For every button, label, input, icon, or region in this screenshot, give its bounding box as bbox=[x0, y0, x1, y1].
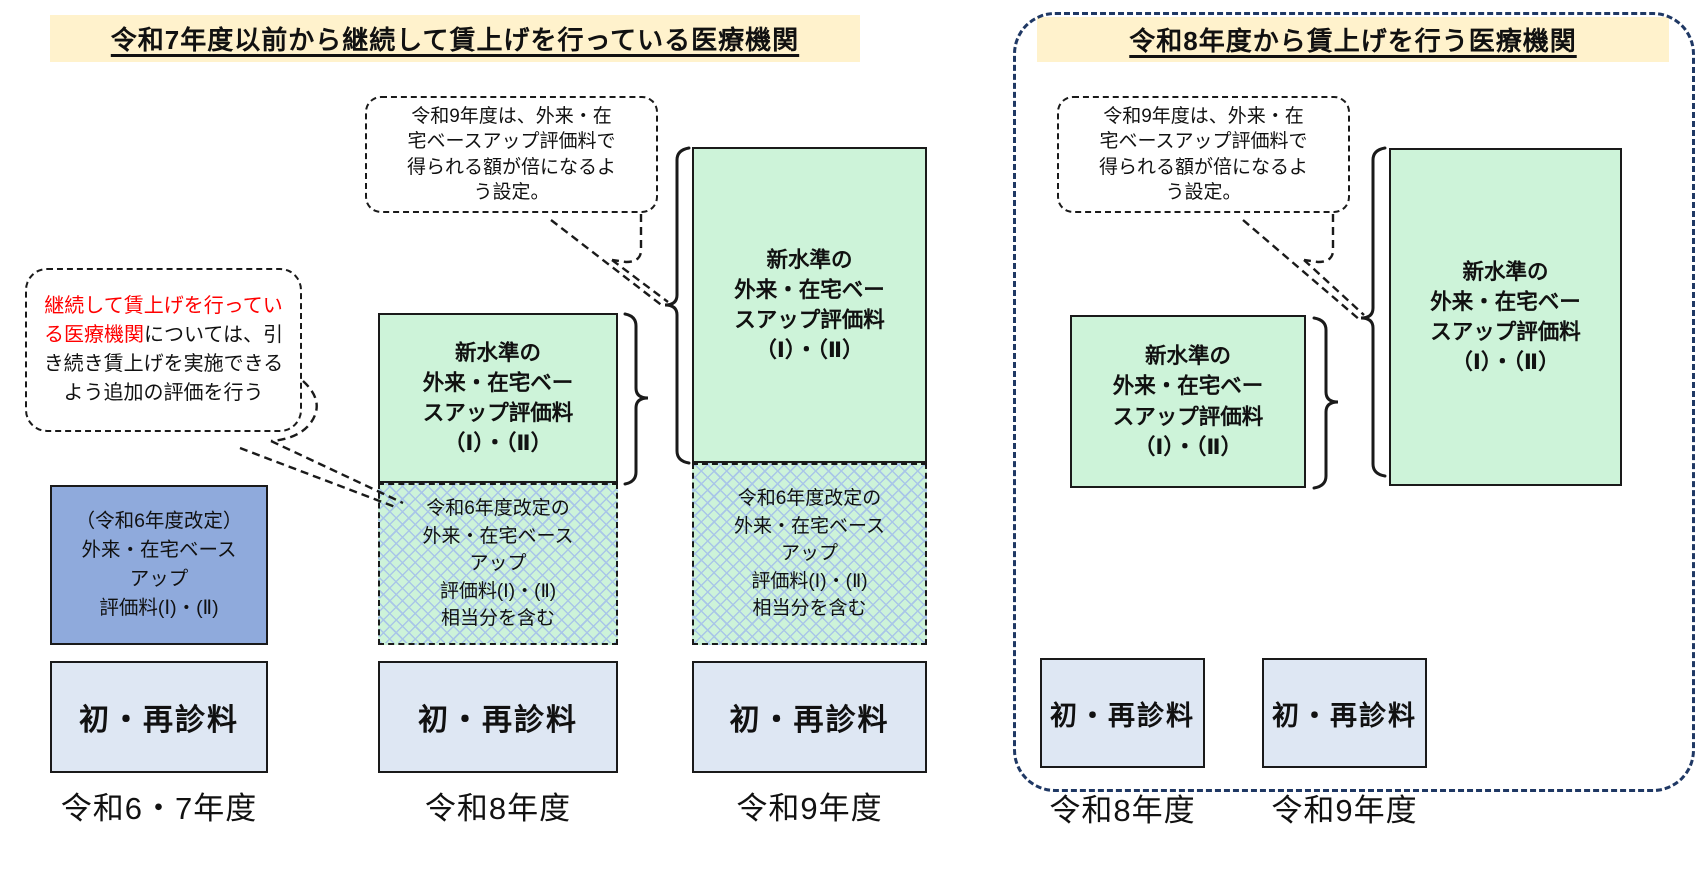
new-level-line3: スアップ評価料 bbox=[422, 401, 574, 425]
r6-equivalent-line1: 令和6年度改定の bbox=[737, 488, 882, 510]
r6-equivalent-line2: 外来・在宅ベース bbox=[422, 525, 574, 547]
callout-double-left-tail bbox=[550, 214, 669, 308]
callout-double-left-line4: う設定。 bbox=[473, 181, 550, 203]
new-level-line2: 外来・在宅ベー bbox=[1430, 289, 1581, 314]
base-fee-label: 初・再診料 bbox=[1050, 700, 1195, 731]
new-level-box-left-r9: 新水準の 外来・在宅ベー スアップ評価料 （Ⅰ）・（Ⅱ） bbox=[692, 147, 927, 463]
base-fee-box-right-2: 初・再診料 bbox=[1262, 658, 1427, 768]
base-fee-box-left-2: 初・再診料 bbox=[378, 661, 618, 773]
new-level-line4: （Ⅰ）・（Ⅱ） bbox=[755, 338, 864, 363]
new-level-line2: 外来・在宅ベー bbox=[1112, 374, 1264, 399]
new-level-line3: スアップ評価料 bbox=[734, 308, 885, 332]
year-label-right-1: 令和8年度 bbox=[1049, 793, 1196, 828]
new-level-line4: （Ⅰ）・（Ⅱ） bbox=[1451, 350, 1560, 375]
callout-double-right: 令和9年度は、外来・在 宅ベースアップ評価料で 得られる額が倍になるよ う設定。 bbox=[1057, 96, 1350, 213]
callout-double-right-line4: う設定。 bbox=[1165, 181, 1242, 203]
new-level-line1: 新水準の bbox=[454, 340, 541, 365]
r6-equivalent-line5: 相当分を含む bbox=[440, 608, 555, 630]
callout-double-left-line3: 得られる額が倍になるよ bbox=[406, 156, 616, 178]
year-label-left-3: 令和9年度 bbox=[736, 791, 883, 826]
r6-equivalent-box-left-r8: 令和6年度改定の 外来・在宅ベース アップ 評価料(Ⅰ)・(Ⅱ) 相当分を含む bbox=[378, 483, 618, 645]
base-fee-label: 初・再診料 bbox=[79, 704, 239, 737]
callout-double-left-line1: 令和9年度は、外来・在 bbox=[411, 106, 612, 128]
year-label-left-2: 令和8年度 bbox=[424, 791, 572, 826]
r6-equivalent-line5: 相当分を含む bbox=[752, 598, 867, 620]
new-level-line3: スアップ評価料 bbox=[1112, 404, 1264, 429]
new-level-line4: （Ⅰ）・（Ⅱ） bbox=[1133, 434, 1243, 459]
right-section-title: 令和8年度から賃上げを行う医療機関 bbox=[1037, 17, 1669, 62]
r6-equivalent-line3: アップ bbox=[780, 543, 838, 565]
new-level-line1: 新水準の bbox=[1462, 259, 1549, 284]
base-fee-box-left-1: 初・再診料 bbox=[50, 661, 268, 773]
r6-equivalent-line1: 令和6年度改定の bbox=[426, 498, 570, 520]
callout-continue-black-text: については、引き続き賃上げを実施できるよう追加の評価を行う bbox=[43, 324, 284, 404]
r6-revision-line2: 外来・在宅ベース bbox=[81, 538, 237, 561]
callout-continue-red-text: 継続して賃上げを行っている医療機関 bbox=[44, 295, 283, 346]
callout-double-right-line3: 得られる額が倍になるよ bbox=[1098, 156, 1308, 178]
right-section-title-text: 令和8年度から賃上げを行う医療機関 bbox=[1129, 26, 1577, 56]
new-level-line3: スアップ評価料 bbox=[1430, 320, 1581, 344]
new-level-box-right-r8: 新水準の 外来・在宅ベー スアップ評価料 （Ⅰ）・（Ⅱ） bbox=[1070, 315, 1306, 488]
new-level-line2: 外来・在宅ベー bbox=[422, 370, 574, 395]
r6-revision-line1: （令和6年度改定） bbox=[75, 509, 243, 532]
callout-double-right-line2: 宅ベースアップ評価料で bbox=[1099, 131, 1308, 153]
left-section-title: 令和7年度以前から継続して賃上げを行っている医療機関 bbox=[50, 15, 860, 62]
right-section-container bbox=[1013, 12, 1695, 792]
r6-revision-line3: アップ bbox=[129, 568, 189, 590]
base-fee-box-left-3: 初・再診料 bbox=[692, 661, 927, 773]
base-fee-label: 初・再診料 bbox=[729, 704, 890, 737]
callout-double-right-line1: 令和9年度は、外来・在 bbox=[1103, 106, 1304, 128]
r6-revision-box: （令和6年度改定） 外来・在宅ベース アップ 評価料(Ⅰ)・(Ⅱ) bbox=[50, 485, 268, 645]
new-level-line2: 外来・在宅ベー bbox=[734, 277, 885, 302]
r6-equivalent-line4: 評価料(Ⅰ)・(Ⅱ) bbox=[751, 570, 868, 592]
brace-left-r8 bbox=[623, 312, 649, 486]
callout-continue: 継続して賃上げを行っている医療機関については、引き続き賃上げを実施できるよう追加… bbox=[25, 268, 302, 432]
brace-left-r9 bbox=[664, 146, 691, 465]
r6-equivalent-line4: 評価料(Ⅰ)・(Ⅱ) bbox=[439, 580, 557, 602]
base-fee-label: 初・再診料 bbox=[418, 704, 578, 737]
left-section-title-text: 令和7年度以前から継続して賃上げを行っている医療機関 bbox=[110, 25, 800, 55]
year-label-left-1: 令和6・7年度 bbox=[60, 791, 258, 826]
base-fee-box-right-1: 初・再診料 bbox=[1040, 658, 1205, 768]
callout-continue-text: 継続して賃上げを行っている医療機関については、引き続き賃上げを実施できるよう追加… bbox=[39, 292, 288, 408]
new-level-box-left-r8: 新水準の 外来・在宅ベー スアップ評価料 （Ⅰ）・（Ⅱ） bbox=[378, 313, 618, 483]
base-fee-label: 初・再診料 bbox=[1272, 700, 1417, 731]
new-level-line1: 新水準の bbox=[1144, 344, 1231, 369]
r6-revision-line4: 評価料(Ⅰ)・(Ⅱ) bbox=[99, 597, 219, 620]
new-level-line1: 新水準の bbox=[766, 247, 853, 272]
r6-equivalent-line3: アップ bbox=[469, 553, 527, 575]
new-level-box-right-r9: 新水準の 外来・在宅ベー スアップ評価料 （Ⅰ）・（Ⅱ） bbox=[1389, 148, 1622, 486]
new-level-line4: （Ⅰ）・（Ⅱ） bbox=[443, 431, 553, 456]
year-label-right-2: 令和9年度 bbox=[1271, 793, 1418, 828]
r6-equivalent-line2: 外来・在宅ベース bbox=[733, 515, 886, 537]
callout-double-left: 令和9年度は、外来・在 宅ベースアップ評価料で 得られる額が倍になるよ う設定。 bbox=[365, 96, 658, 213]
callout-double-left-line2: 宅ベースアップ評価料で bbox=[407, 131, 616, 153]
r6-equivalent-box-left-r9: 令和6年度改定の 外来・在宅ベース アップ 評価料(Ⅰ)・(Ⅱ) 相当分を含む bbox=[692, 463, 927, 645]
